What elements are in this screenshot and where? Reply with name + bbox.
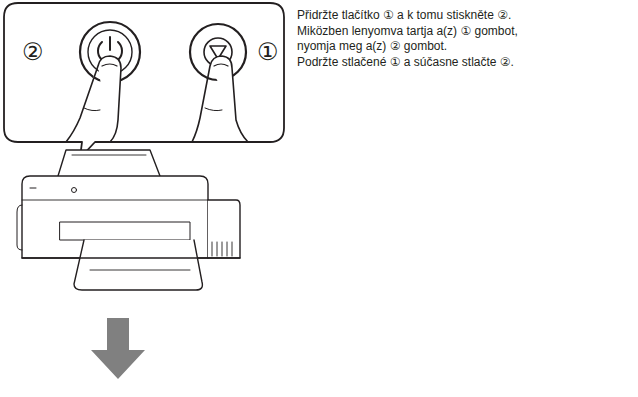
callout-number: ②	[21, 39, 45, 65]
instruction-text: Přidržte tlačítko ① a k tomu stiskněte ②…	[297, 8, 559, 23]
finger-crease	[84, 108, 100, 111]
fingernail	[102, 64, 117, 66]
printer	[17, 150, 240, 290]
finger	[192, 56, 248, 142]
down-arrow	[91, 318, 145, 379]
callout-frame	[4, 3, 284, 158]
finger	[66, 56, 121, 142]
finger-crease	[205, 108, 222, 111]
instruction-text: Podržte stlačené ① a súčasne stlačte ②.	[297, 55, 559, 70]
fingernail	[214, 64, 228, 66]
instruction-text: Miközben lenyomva tartja a(z) ① gombot, …	[297, 24, 559, 54]
callout-number: ①	[256, 39, 280, 65]
